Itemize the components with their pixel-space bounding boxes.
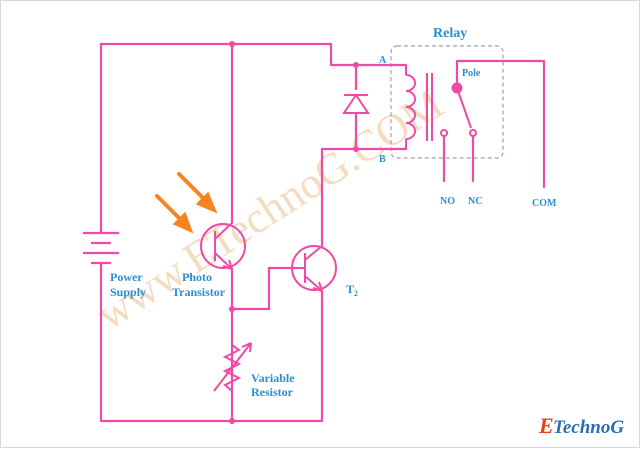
com-label: COM [532, 198, 557, 209]
brand-logo-e: E [538, 413, 554, 438]
junction-dot [229, 306, 235, 312]
pole-label: Pole [462, 68, 481, 79]
variable-resistor-label-line1: Variable [251, 371, 295, 385]
junction-dot [353, 62, 359, 68]
junction-dot [229, 41, 235, 47]
relay-switch [440, 82, 477, 137]
wire-top [99, 42, 333, 67]
junctions [229, 41, 359, 424]
brand-logo-text: TechnoG [553, 417, 624, 438]
variable-resistor-symbol [213, 342, 252, 392]
power-supply-label-line1: Power [110, 270, 143, 284]
wire-diode-branch [320, 63, 408, 248]
power-supply-label-line2: Supply [110, 285, 146, 299]
t2-label: T2 [346, 282, 358, 298]
wire-left-lower [99, 267, 324, 423]
light-arrows [155, 172, 218, 234]
node-b-label: B [379, 154, 386, 165]
no-label: NO [440, 196, 455, 207]
junction-dot [353, 146, 359, 152]
variable-resistor-label-line2: Resistor [251, 385, 294, 399]
photo-transistor-symbol [200, 222, 246, 270]
wire-base-link [230, 266, 296, 311]
transistor-t2-symbol [291, 245, 337, 292]
node-a-label: A [379, 55, 387, 66]
photo-transistor-label-line2: Transistor [172, 285, 226, 299]
battery-symbol [83, 231, 119, 269]
relay-coil [405, 65, 433, 149]
photo-transistor-label-line1: Photo [182, 270, 212, 284]
diode-symbol [342, 93, 370, 114]
nc-label: NC [468, 196, 482, 207]
brand-logo: E TechnoG [538, 413, 624, 438]
relay-housing [390, 45, 504, 159]
junction-dot [229, 418, 235, 424]
relay-label: Relay [433, 26, 467, 41]
